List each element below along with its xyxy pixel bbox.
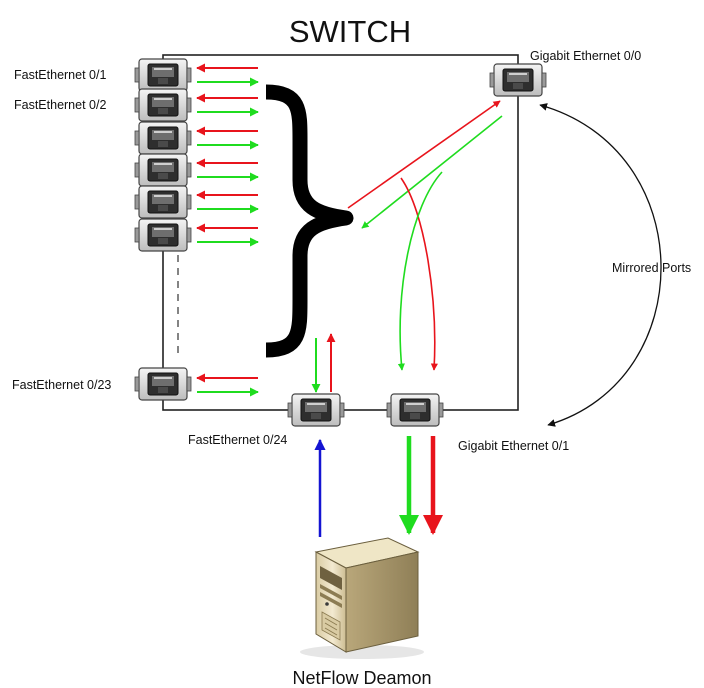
switch-body (162, 54, 519, 411)
mirror-red-curve (400, 177, 438, 371)
switch-title: SWITCH (289, 14, 411, 49)
netflow-server-icon (300, 537, 424, 659)
fa0-3-traffic (196, 126, 259, 150)
port-fa0-1 (134, 58, 192, 92)
port-fa0-2 (134, 88, 192, 122)
label-fa0-24: FastEthernet 0/24 (188, 433, 287, 447)
fa0-4-traffic (196, 158, 259, 182)
brace-to-gi0-0-arrow (347, 100, 501, 209)
label-fa0-2: FastEthernet 0/2 (14, 98, 106, 112)
label-fa0-23: FastEthernet 0/23 (12, 378, 111, 392)
fa0-6-traffic (196, 223, 259, 247)
port-fa0-5 (134, 185, 192, 219)
port-fa0-4 (134, 153, 192, 187)
port-fa0-23 (134, 367, 192, 401)
mirrored-ports-arrow (539, 103, 662, 427)
fa0-1-traffic (196, 63, 259, 87)
label-fa0-1: FastEthernet 0/1 (14, 68, 106, 82)
fa0-5-traffic (196, 190, 259, 214)
aggregation-brace-icon (265, 84, 354, 358)
port-fa0-24 (287, 393, 345, 427)
port-fa0-3 (134, 121, 192, 155)
fa0-2-traffic (196, 93, 259, 117)
port-fa0-6 (134, 218, 192, 252)
gi0-0-to-brace-arrow (361, 115, 503, 229)
port-gi0-1 (386, 393, 444, 427)
label-mirrored-ports: Mirrored Ports (612, 261, 691, 275)
label-gi0-0: Gigabit Ethernet 0/0 (530, 49, 641, 63)
label-gi0-1: Gigabit Ethernet 0/1 (458, 439, 569, 453)
fa0-23-traffic (196, 373, 259, 397)
port-gi0-0 (489, 63, 547, 97)
mirror-green-curve (397, 171, 443, 371)
server-label: NetFlow Deamon (292, 668, 431, 688)
